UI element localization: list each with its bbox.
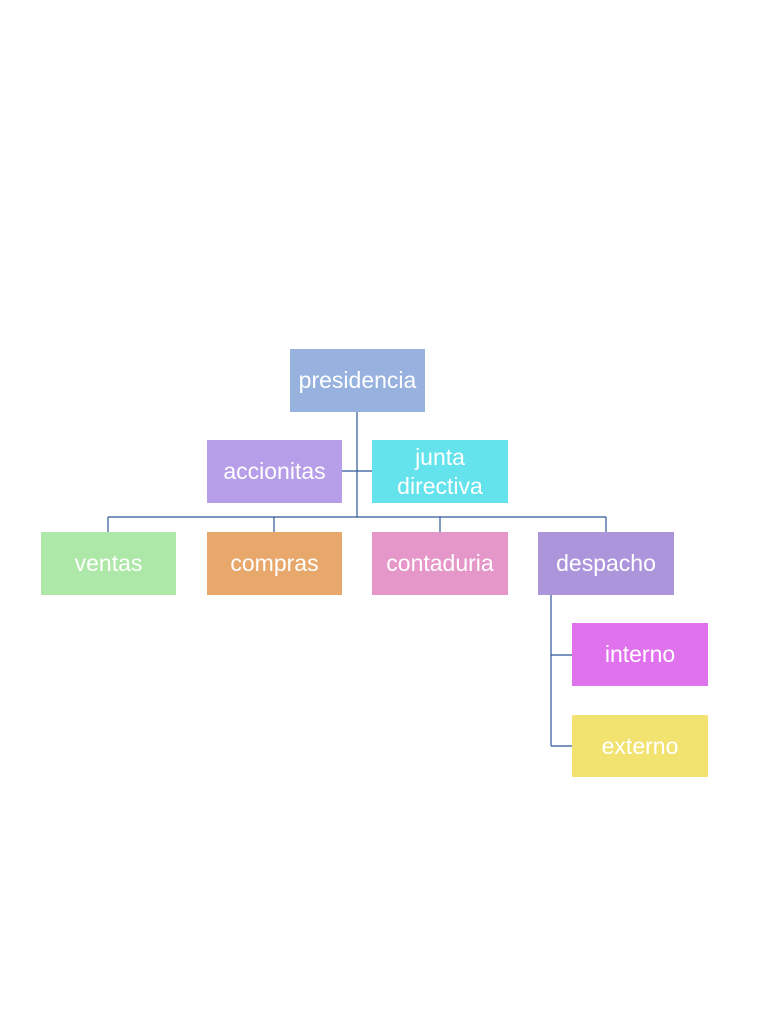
node-junta-directiva: junta directiva <box>372 440 508 503</box>
node-label: accionitas <box>223 458 326 484</box>
node-label: compras <box>230 550 319 576</box>
node-compras: compras <box>207 532 342 595</box>
node-ventas: ventas <box>41 532 176 595</box>
node-presidencia: presidencia <box>290 349 425 412</box>
node-label: contaduria <box>386 550 494 576</box>
node-interno: interno <box>572 623 708 686</box>
node-label: interno <box>604 641 676 667</box>
node-accionitas: accionitas <box>207 440 342 503</box>
node-externo: externo <box>572 715 708 777</box>
node-label: externo <box>601 732 679 759</box>
node-label: junta directiva <box>397 443 483 499</box>
node-label: ventas <box>74 550 143 576</box>
node-despacho: despacho <box>538 532 674 595</box>
node-label: despacho <box>556 550 656 576</box>
node-label: presidencia <box>298 367 417 393</box>
node-contaduria: contaduria <box>372 532 508 595</box>
